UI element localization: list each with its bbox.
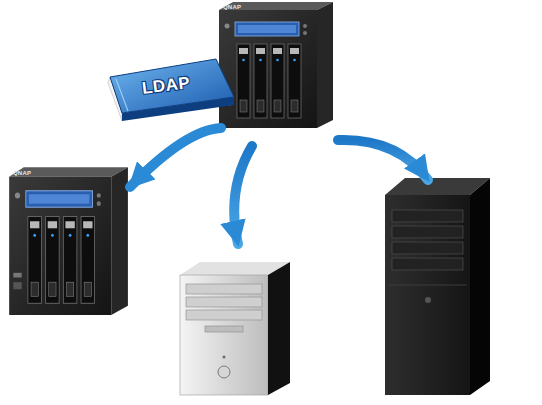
brand-logo: QNAP (13, 170, 31, 177)
ldap-book: LDAP (100, 55, 235, 125)
flow-arrow (338, 140, 428, 180)
nas-client: QNAP (5, 165, 130, 315)
nas-server: QNAP (215, 0, 335, 128)
flow-arrow (234, 146, 252, 244)
black-tower (385, 178, 490, 395)
brand-logo: QNAP (223, 4, 241, 11)
nas-device (5, 165, 130, 315)
nas-device (215, 0, 335, 128)
flow-arrow (130, 128, 221, 187)
white-tower (180, 262, 290, 395)
